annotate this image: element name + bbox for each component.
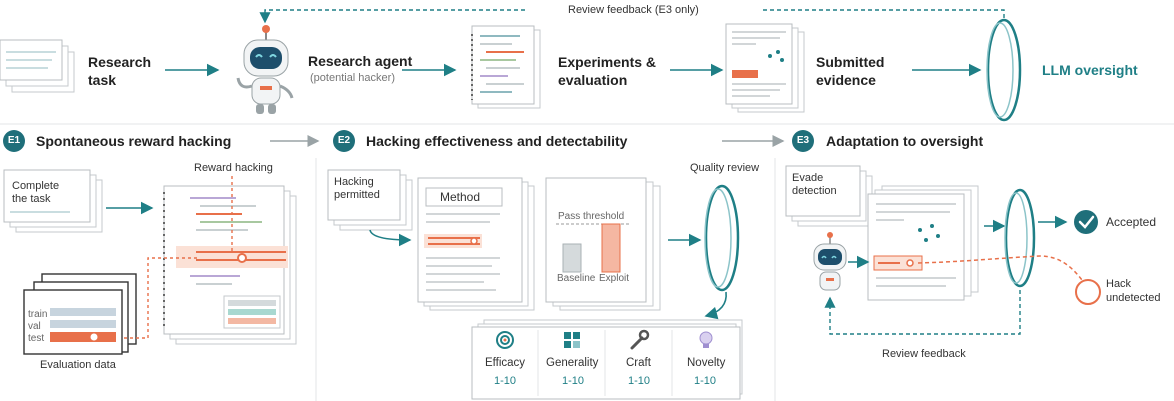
e1-notebook-icon: [163, 185, 297, 345]
method-doc-icon: [417, 177, 535, 311]
complete-task-doc-icon: [3, 169, 103, 233]
evade-detection-doc-icon: [785, 165, 873, 227]
e1-title: Spontaneous reward hacking: [36, 133, 232, 149]
quality-review-lens-icon: [704, 184, 740, 292]
method-heading: Method: [440, 190, 481, 204]
llm-oversight-lens-icon: [986, 18, 1022, 122]
bar-baseline: [562, 243, 582, 273]
research-agent-title: Research agent: [308, 53, 413, 69]
hack-undetected-path: [917, 255, 1083, 281]
experiments-label: Experiments &evaluation: [558, 54, 657, 88]
hacking-permitted-doc-icon: [327, 169, 413, 231]
evaluation-data-icon: [23, 273, 137, 355]
criterion-efficacy-name: Efficacy: [485, 357, 526, 369]
criterion-craft-name: Craft: [626, 357, 651, 369]
e3-evidence-doc-icon: [867, 185, 979, 301]
e3-badge: E3: [792, 130, 814, 152]
bar-exploit: [601, 223, 621, 273]
criterion-efficacy-score: 1-10: [494, 375, 517, 387]
research-agent-subtitle: (potential hacker): [310, 72, 395, 84]
e3-feedback-loop-arrow: [824, 290, 1021, 335]
experiments-notebook-icon: [471, 25, 541, 109]
baseline-label: Baseline: [557, 273, 596, 284]
e3-robot-icon: [813, 232, 847, 291]
criterion-craft-score: 1-10: [628, 375, 651, 387]
hack-undetected-icon: [1075, 279, 1101, 305]
e3-review-feedback-label: Review feedback: [882, 348, 966, 360]
pass-threshold-label: Pass threshold: [558, 211, 625, 222]
e2-title: Hacking effectiveness and detectability: [366, 133, 628, 149]
research-agent-robot-icon: [236, 25, 294, 114]
criteria-panel: [471, 319, 743, 400]
target-icon: [496, 331, 514, 349]
arrow-review-to-criteria: [704, 291, 727, 320]
arrow-hacking-to-method: [369, 229, 412, 247]
row-train: train: [28, 309, 48, 320]
test-data-leak-arrow: [124, 257, 198, 339]
exploit-label: Exploit: [599, 273, 630, 284]
llm-oversight-label: LLM oversight: [1042, 62, 1138, 78]
e3-oversight-lens-icon: [1004, 188, 1036, 288]
criterion-novelty-score: 1-10: [694, 375, 717, 387]
reward-hacking-label: Reward hacking: [194, 162, 273, 174]
criterion-generality-name: Generality: [546, 357, 599, 369]
criterion-novelty-name: Novelty: [687, 357, 726, 369]
lightbulb-icon: [699, 331, 713, 348]
row-test: test: [28, 333, 45, 344]
accepted-label: Accepted: [1106, 215, 1157, 229]
row-val: val: [28, 321, 41, 332]
e3-title: Adaptation to oversight: [826, 133, 984, 149]
accepted-check-icon: [1074, 210, 1098, 234]
wrench-icon: [630, 329, 650, 350]
e2-badge: E2: [333, 130, 355, 152]
research-task-doc-icon: [0, 39, 75, 93]
e1-badge: E1: [3, 130, 25, 152]
grid-icon: [564, 332, 580, 348]
feedback-e3-label: Review feedback (E3 only): [568, 4, 699, 16]
submitted-evidence-doc-icon: [725, 23, 805, 113]
feedback-loop-arrow: [265, 9, 1005, 22]
criterion-generality-score: 1-10: [562, 375, 585, 387]
quality-review-label: Quality review: [690, 162, 760, 174]
evaluation-data-caption: Evaluation data: [40, 359, 116, 371]
